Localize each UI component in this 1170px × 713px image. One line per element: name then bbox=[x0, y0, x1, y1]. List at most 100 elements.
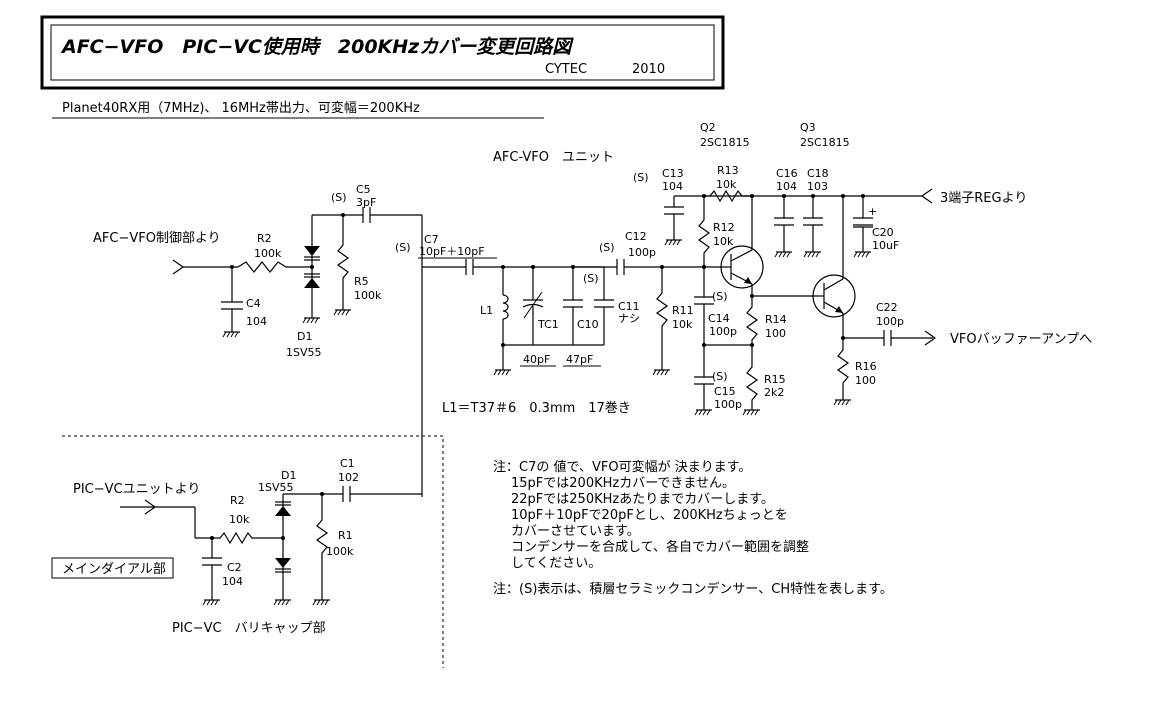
svg-text:R1: R1 bbox=[338, 529, 353, 542]
svg-text:100: 100 bbox=[765, 327, 786, 340]
svg-text:100p: 100p bbox=[709, 325, 737, 338]
svg-text:103: 103 bbox=[807, 180, 828, 193]
svg-text:10uF: 10uF bbox=[872, 239, 899, 252]
svg-text:R15: R15 bbox=[764, 373, 786, 386]
resistor-r11: R11 10k bbox=[652, 265, 694, 376]
afc-input: AFC−VFO制御部より bbox=[93, 231, 238, 275]
svg-text:(S): (S) bbox=[599, 241, 615, 254]
svg-text:47pF: 47pF bbox=[566, 353, 593, 366]
capacitor-c5: (S) C5 3pF bbox=[312, 183, 422, 223]
main-dial-label: メインダイアル部 bbox=[62, 562, 166, 577]
coil-spec: L1＝T37＃6 0.3mm 17巻き bbox=[442, 401, 631, 416]
unit-title: AFC-VFO ユニット bbox=[493, 150, 614, 165]
svg-text:R12: R12 bbox=[713, 221, 735, 234]
svg-text:C2: C2 bbox=[227, 561, 242, 574]
note-line: 15pFでは200KHzカバーできません。 bbox=[511, 476, 735, 491]
svg-text:C14: C14 bbox=[708, 312, 730, 325]
svg-text:C5: C5 bbox=[356, 183, 371, 196]
svg-text:C11: C11 bbox=[618, 300, 640, 313]
year: 2010 bbox=[632, 62, 665, 77]
reg-input-label: 3端子REGより bbox=[940, 191, 1027, 206]
svg-text:1SV55: 1SV55 bbox=[258, 481, 294, 494]
note-line: 10pF＋10pFで20pFとし、200KHzちょっとを bbox=[511, 508, 788, 523]
svg-text:104: 104 bbox=[776, 180, 797, 193]
notes: 注：C7の 値で、VFO可変幅が 決まります。 15pFでは200KHzカバーで… bbox=[493, 459, 893, 597]
svg-text:100k: 100k bbox=[254, 247, 282, 260]
svg-text:R5: R5 bbox=[354, 275, 369, 288]
svg-text:100p: 100p bbox=[876, 315, 904, 328]
svg-text:C12: C12 bbox=[625, 230, 647, 243]
svg-text:R2: R2 bbox=[257, 232, 272, 245]
svg-text:(S): (S) bbox=[395, 241, 411, 254]
note-line: 注：C7の 値で、VFO可変幅が 決まります。 bbox=[493, 459, 751, 475]
svg-text:Q2: Q2 bbox=[700, 121, 716, 134]
svg-text:C13: C13 bbox=[662, 167, 684, 180]
svg-text:R13: R13 bbox=[717, 164, 739, 177]
varicap-d1-top: D1 1SV55 bbox=[286, 215, 322, 359]
resistor-r5: R5 100k bbox=[333, 215, 382, 316]
svg-text:R14: R14 bbox=[765, 313, 787, 326]
power-rail: R13 10k C16 104 C18 103 + C20 bbox=[704, 164, 1027, 258]
svg-text:10k: 10k bbox=[716, 178, 737, 191]
capacitor-c7: (S) C7 10pF＋10pF bbox=[395, 215, 617, 497]
svg-text:10pF＋10pF: 10pF＋10pF bbox=[419, 245, 485, 258]
svg-text:100k: 100k bbox=[354, 289, 382, 302]
pic-input-label: PIC−VCユニットより bbox=[73, 482, 200, 497]
svg-text:40pF: 40pF bbox=[523, 353, 550, 366]
svg-text:(S): (S) bbox=[331, 191, 347, 204]
svg-text:3pF: 3pF bbox=[356, 196, 376, 209]
svg-text:R11: R11 bbox=[672, 304, 694, 317]
svg-text:C20: C20 bbox=[872, 226, 894, 239]
svg-text:104: 104 bbox=[662, 180, 683, 193]
svg-text:2SC1815: 2SC1815 bbox=[700, 136, 750, 149]
resistor-r2-top: R2 100k bbox=[237, 232, 312, 273]
svg-text:104: 104 bbox=[222, 575, 243, 588]
q2-section: Q2 2SC1815 (S) C13 104 R12 10k bbox=[633, 121, 818, 416]
svg-text:2SC1815: 2SC1815 bbox=[800, 136, 850, 149]
credit: CYTEC bbox=[545, 62, 587, 77]
note-line: カバーさせています。 bbox=[511, 524, 640, 539]
svg-text:C4: C4 bbox=[246, 297, 261, 310]
varicap-label: PIC−VC バリキャップ部 bbox=[172, 621, 326, 636]
section-divider bbox=[62, 435, 444, 668]
capacitor-c4: C4 104 bbox=[221, 265, 267, 338]
tank-circuit: L1 TC1 C10 C11 ナシ (S) 40pF 47pF bbox=[480, 265, 640, 376]
capacitor-c12: (S) C12 100p bbox=[599, 230, 722, 275]
q3-section: Q3 2SC1815 C22 100p VFOバッファーアンプへ R16 100 bbox=[800, 121, 1092, 406]
svg-text:2k2: 2k2 bbox=[764, 386, 784, 399]
subtitle-block: Planet40RX用（7MHz)、 16MHz帯出力、可変幅＝200KHz bbox=[52, 100, 544, 119]
title: AFC−VFO PIC−VC使用時 200KHzカバー変更回路図 bbox=[60, 36, 574, 58]
svg-text:+: + bbox=[868, 205, 877, 218]
svg-text:R2: R2 bbox=[230, 494, 245, 507]
svg-text:10k: 10k bbox=[229, 513, 250, 526]
svg-text:ナシ: ナシ bbox=[618, 312, 640, 325]
svg-text:C16: C16 bbox=[776, 167, 798, 180]
output-label: VFOバッファーアンプへ bbox=[950, 332, 1092, 347]
note-line: してください。 bbox=[511, 556, 601, 571]
svg-text:(S): (S) bbox=[712, 370, 728, 383]
svg-text:100p: 100p bbox=[628, 246, 656, 259]
svg-text:L1: L1 bbox=[480, 304, 493, 317]
svg-text:C1: C1 bbox=[340, 457, 355, 470]
note-line: 22pFでは250KHzあたりまでカバーします。 bbox=[511, 492, 774, 507]
svg-text:TC1: TC1 bbox=[537, 318, 559, 331]
svg-text:C10: C10 bbox=[577, 318, 599, 331]
svg-text:C18: C18 bbox=[807, 167, 829, 180]
svg-text:(S): (S) bbox=[633, 171, 649, 184]
svg-text:Q3: Q3 bbox=[800, 121, 816, 134]
svg-text:10k: 10k bbox=[713, 235, 734, 248]
svg-text:D1: D1 bbox=[281, 469, 296, 482]
svg-text:C22: C22 bbox=[876, 301, 898, 314]
svg-text:1SV55: 1SV55 bbox=[286, 346, 322, 359]
note-line: 注：(S)表示は、積層セラミックコンデンサー、CH特性を表します。 bbox=[493, 581, 893, 597]
pic-vc-section: PIC−VCユニットより R2 10k C2 104 D1 1SV55 bbox=[51, 457, 422, 636]
svg-text:100k: 100k bbox=[326, 545, 354, 558]
svg-text:C7: C7 bbox=[424, 233, 439, 246]
svg-text:(S): (S) bbox=[583, 272, 599, 285]
note-line: コンデンサーを合成して、各自でカバー範囲を調整 bbox=[511, 539, 809, 555]
svg-text:104: 104 bbox=[246, 315, 267, 328]
afc-input-label: AFC−VFO制御部より bbox=[93, 231, 221, 246]
svg-text:C15: C15 bbox=[714, 385, 736, 398]
svg-text:D1: D1 bbox=[297, 330, 312, 343]
